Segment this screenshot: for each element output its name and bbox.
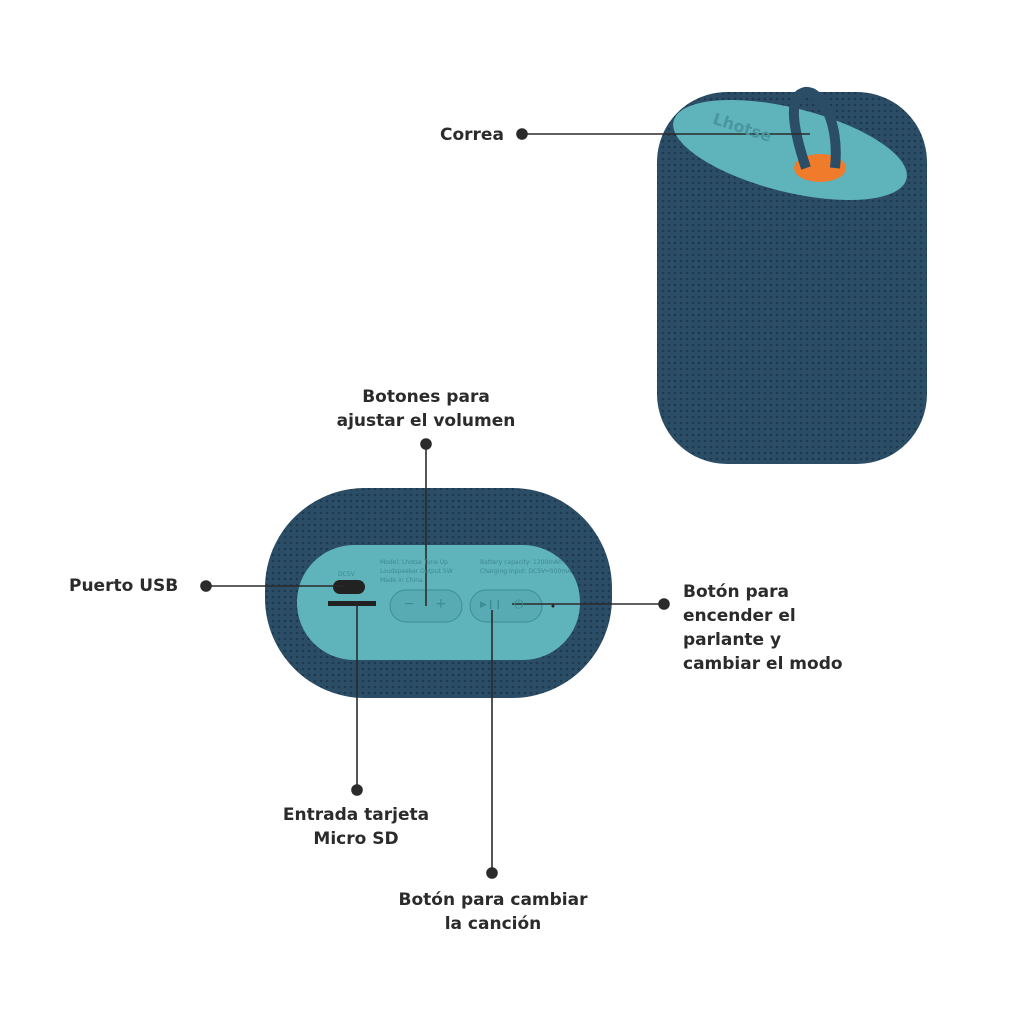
label-volume-buttons: Botones para ajustar el volumen [336, 387, 516, 431]
label-strap: Correa [440, 125, 504, 145]
microsd-slot [328, 601, 376, 606]
spec-text-right: Battery capacity: 1200mAh Charging input… [480, 559, 572, 575]
volume-down-button[interactable]: − [403, 596, 415, 612]
label-power-button: Botón para encender el parlante y cambia… [683, 582, 843, 674]
port-label: DC5V [338, 571, 355, 578]
power-button[interactable]: ⏻ [514, 597, 524, 611]
volume-up-button[interactable]: + [435, 596, 447, 612]
label-usb-port: Puerto USB [69, 576, 179, 596]
leader-lines [200, 128, 810, 879]
label-microsd: Entrada tarjeta Micro SD [282, 805, 430, 849]
label-track-button: Botón para cambiar la canción [398, 890, 588, 934]
speaker-back-panel [265, 488, 612, 698]
play-power-buttons[interactable] [469, 589, 543, 623]
strap [788, 87, 841, 170]
usb-c-port [333, 580, 365, 594]
speaker-upright [657, 87, 927, 464]
play-pause-button[interactable]: ▶❙❙ [480, 600, 503, 610]
spec-text-left: Model: Lhotse Tune Up Loudspeaker Output… [380, 559, 453, 584]
